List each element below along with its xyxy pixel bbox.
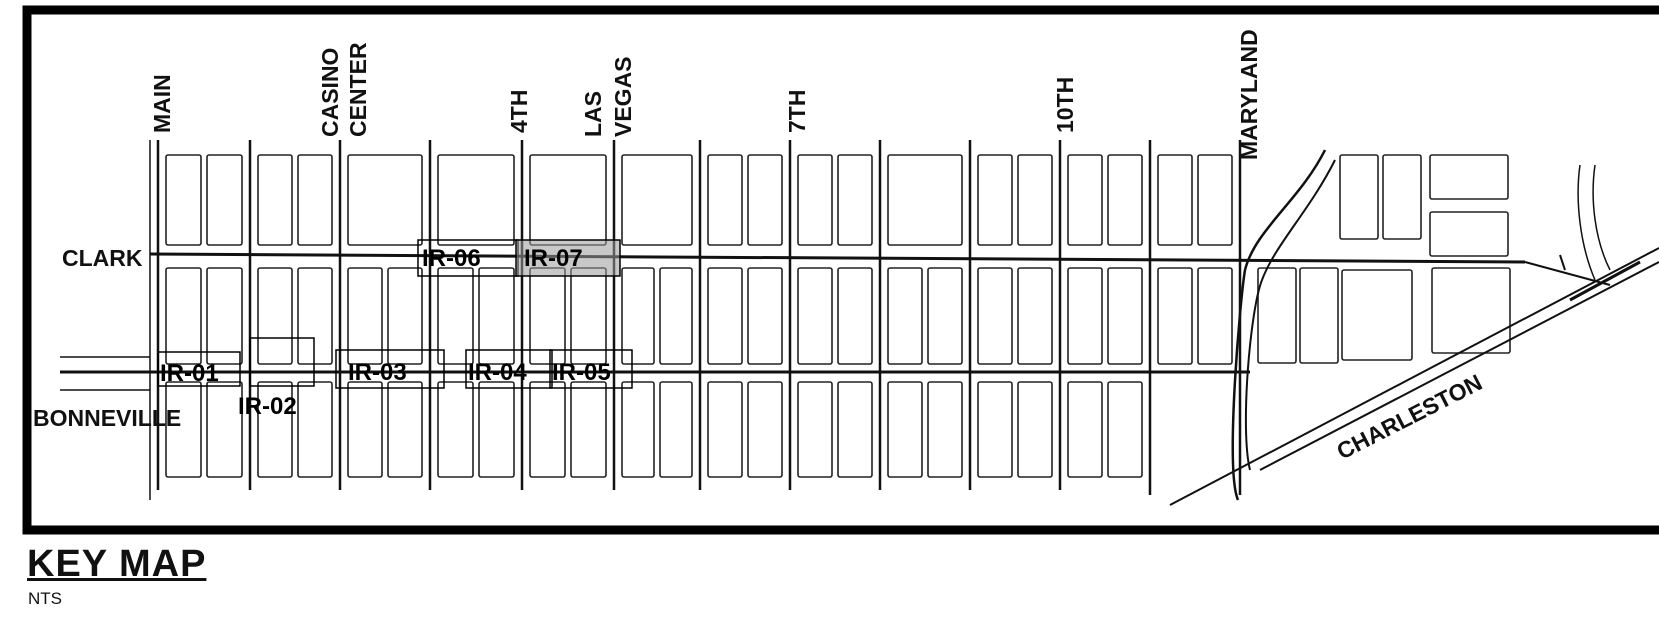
street-label-main: MAIN [149,74,175,133]
street-label-10th: 10TH [1052,77,1078,133]
street-lines [60,140,1659,506]
sheet-tag-ir-05: IR-05 [552,359,611,386]
key-map-title: KEY MAP [27,543,207,585]
sheet-tag-ir-06: IR-06 [422,245,481,272]
sheet-tag-ir-01: IR-01 [160,360,219,387]
sheet-tag-ir-02: IR-02 [238,393,297,420]
street-label-las: LAS [580,91,606,137]
map-frame [22,5,1659,535]
street-label-casino-center-2: CENTER [345,42,371,137]
sheet-tag-ir-04: IR-04 [468,359,527,386]
street-label-casino-center: CASINO [317,48,343,137]
street-label-7th: 7TH [784,90,810,133]
street-label-4th: 4TH [506,90,532,133]
street-label-charleston: CHARLESTON [1332,369,1486,464]
street-label-maryland: MARYLAND [1236,29,1262,160]
street-label-clark: CLARK [62,245,143,271]
sheet-tag-ir-03: IR-03 [348,359,407,386]
city-blocks [165,154,1511,478]
vertical-street-labels: MAIN CASINO CENTER 4TH LAS VEGAS 7TH 10T… [149,29,1262,160]
sheet-tags: IR-01 IR-02 IR-03 IR-04 IR-05 IR-06 IR-0… [157,239,633,420]
sheet-tag-ir-07: IR-07 [524,245,583,272]
street-label-bonneville: BONNEVILLE [33,405,181,431]
street-label-vegas: VEGAS [610,56,636,137]
scale-note: NTS [28,589,62,608]
